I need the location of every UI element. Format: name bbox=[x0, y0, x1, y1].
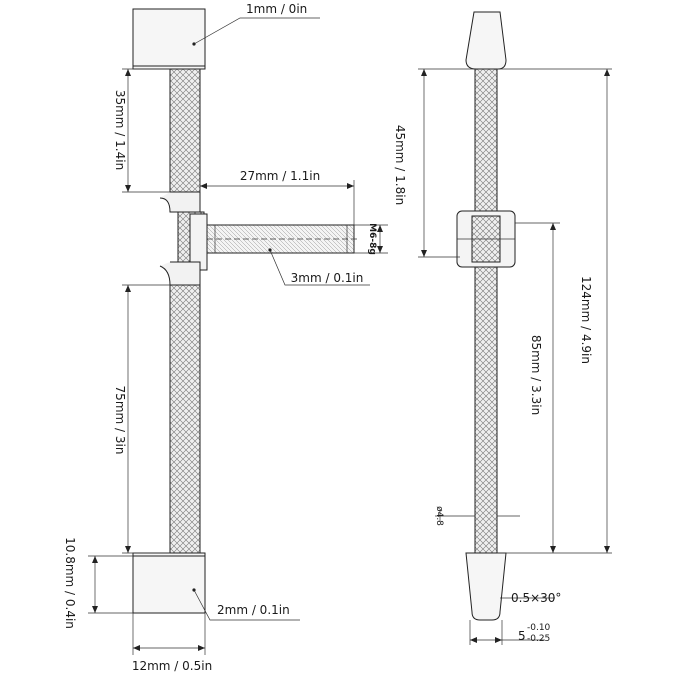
bottom-cap-lip-label: 2mm / 0.1in bbox=[217, 603, 290, 617]
bottom-cap-height-label: 10.8mm / 0.4in bbox=[63, 537, 77, 629]
bolt-pitch-label: 3mm / 0.1in bbox=[291, 271, 364, 285]
bolt-thread-label: M6-8g bbox=[367, 223, 377, 255]
side-lower-length-label: 85mm / 3.3in bbox=[529, 335, 543, 415]
bottom-cap bbox=[132, 552, 206, 614]
side-view: 45mm / 1.8in 124mm / 4.9in 85mm / 3.3in … bbox=[393, 11, 612, 645]
braid-diameter-label: ø4.8 bbox=[434, 506, 444, 526]
tip-tolerance-lower: -0.25 bbox=[527, 634, 550, 644]
upper-flare bbox=[159, 191, 201, 213]
side-braided-hose bbox=[474, 68, 498, 554]
cap-width-label: 12mm / 0.5in bbox=[132, 659, 212, 673]
lower-braided-hose bbox=[169, 284, 201, 554]
bolt-length-label: 27mm / 1.1in bbox=[240, 169, 320, 183]
bottom-tapered-cap bbox=[465, 552, 507, 621]
lower-length-label: 75mm / 3in bbox=[113, 386, 127, 455]
tip-diameter-label: 5 bbox=[518, 629, 526, 643]
lower-flare bbox=[159, 261, 201, 286]
tip-tolerance-upper: -0.10 bbox=[527, 623, 551, 633]
side-upper-length-label: 45mm / 1.8in bbox=[393, 125, 407, 205]
top-cap bbox=[132, 8, 206, 70]
side-total-length-label: 124mm / 4.9in bbox=[579, 276, 593, 364]
front-view: 1mm / 0in 35mm / 1.4in 27mm / 1.1in M6-8… bbox=[63, 2, 388, 673]
top-tapered-cap bbox=[465, 11, 507, 70]
upper-length-label: 35mm / 1.4in bbox=[113, 90, 127, 170]
top-cap-label: 1mm / 0in bbox=[246, 2, 307, 16]
chamfer-label: 0.5×30° bbox=[511, 591, 561, 605]
upper-braided-hose bbox=[169, 68, 201, 193]
